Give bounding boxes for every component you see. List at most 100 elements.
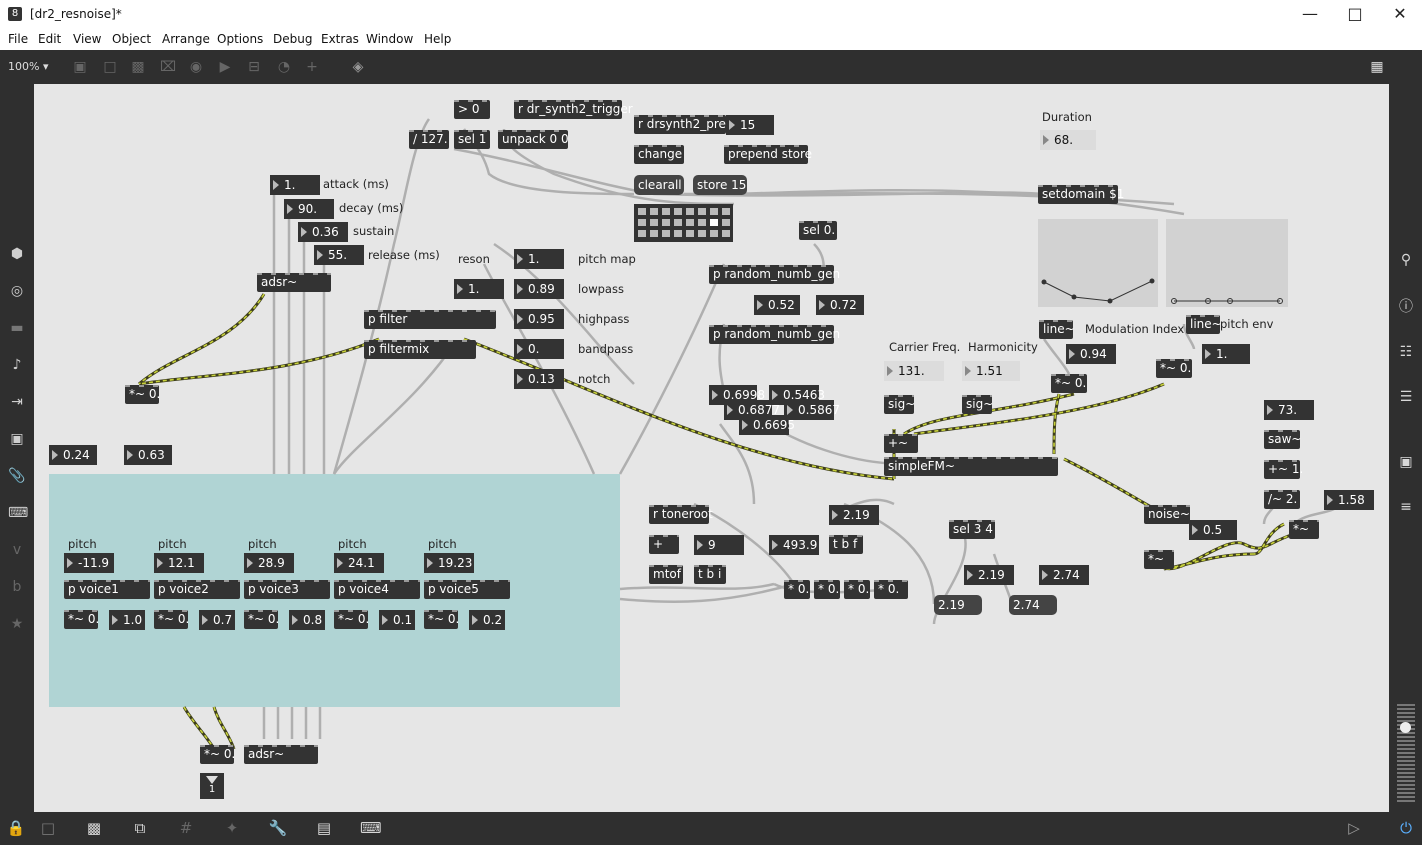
sustain-number[interactable]: 0.36 <box>298 222 348 242</box>
output-multiply[interactable]: *~ 0. <box>200 745 235 764</box>
camera-icon[interactable]: ▣ <box>1399 454 1413 470</box>
signal-add-object[interactable]: +~ <box>884 434 918 453</box>
voice4-gain[interactable]: 0.1 <box>379 610 415 630</box>
voice2-object[interactable]: p voice2 <box>154 580 240 599</box>
number-0-6695[interactable]: 0.6695 <box>739 415 795 435</box>
number-73[interactable]: 73. <box>1264 400 1314 420</box>
add-object[interactable]: + <box>649 535 679 554</box>
comment-bubble-icon[interactable]: ▩ <box>86 819 102 837</box>
multiply-object-1[interactable]: * 0. <box>784 580 810 599</box>
list-icon[interactable]: ☰ <box>1399 389 1413 405</box>
dial-icon[interactable]: ◔ <box>277 59 291 75</box>
menu-arrange[interactable]: Arrange <box>162 32 210 46</box>
voice3-pitch-number[interactable]: 28.9 <box>244 553 294 573</box>
menu-file[interactable]: File <box>8 32 29 46</box>
signal-multiply-pitch[interactable]: *~ 0. <box>1156 359 1192 378</box>
highpass-number[interactable]: 0.95 <box>514 309 564 329</box>
star-icon[interactable]: ★ <box>10 616 24 632</box>
presentation-icon[interactable]: ▣ <box>73 59 87 75</box>
divide-two-object[interactable]: /~ 2. <box>1264 490 1300 509</box>
slider-box-icon[interactable]: ⊟ <box>248 59 260 75</box>
text-icon[interactable]: □ <box>103 59 117 75</box>
keyboard-icon[interactable]: ⌨ <box>360 819 382 837</box>
number-0-6877[interactable]: 0.6877 <box>724 400 780 420</box>
wrench-icon[interactable]: 🔧 <box>268 819 288 837</box>
maximize-icon[interactable]: □ <box>1347 4 1363 23</box>
voice5-multiply[interactable]: *~ 0. <box>424 610 459 629</box>
info-icon[interactable]: ⓘ <box>1399 299 1413 315</box>
voice1-pitch-number[interactable]: -11.9 <box>64 553 114 573</box>
reson-number[interactable]: 1. <box>454 279 504 299</box>
presentation-mode-icon[interactable]: □ <box>40 819 56 837</box>
step-icon[interactable]: ⇥ <box>11 394 23 410</box>
tbi-object[interactable]: t b i <box>694 565 726 584</box>
grid-icon[interactable]: # <box>179 819 193 837</box>
duration-number[interactable]: 68. <box>1040 130 1096 150</box>
number-2-19-top[interactable]: 2.19 <box>829 505 879 525</box>
power-icon[interactable]: ⏻ <box>1400 819 1412 837</box>
menu-help[interactable]: Help <box>424 32 452 46</box>
number-493-9[interactable]: 493.9 <box>769 535 819 555</box>
cube-icon[interactable]: ⬢ <box>10 246 24 262</box>
menu-options[interactable]: Options <box>217 32 264 46</box>
multiply-object-2[interactable]: * 0. <box>814 580 840 599</box>
pitchmap-number[interactable]: 1. <box>514 249 564 269</box>
carrier-freq-number[interactable]: 131. <box>884 361 944 381</box>
change-object[interactable]: change <box>634 145 684 164</box>
circle-icon[interactable]: ◎ <box>10 283 24 299</box>
voice5-gain[interactable]: 0.2 <box>469 610 505 630</box>
piano-icon[interactable]: ▤ <box>316 819 332 837</box>
voice1-multiply[interactable]: *~ 0. <box>64 610 99 629</box>
receive-presets-object[interactable]: r drsynth2_pres <box>634 115 732 134</box>
voice4-multiply[interactable]: *~ 0. <box>334 610 369 629</box>
voice5-object[interactable]: p voice5 <box>424 580 510 599</box>
play-circle-icon[interactable]: ▷ <box>1348 819 1360 837</box>
number-0-94[interactable]: 0.94 <box>1066 344 1116 364</box>
number-0-24[interactable]: 0.24 <box>49 445 97 465</box>
voice2-multiply[interactable]: *~ 0. <box>154 610 189 629</box>
release-number[interactable]: 55. <box>314 245 364 265</box>
divide-127-object[interactable]: / 127. <box>409 130 449 149</box>
paint-bucket-icon[interactable]: ◈ <box>352 59 364 75</box>
add-one-object[interactable]: +~ 1. <box>1264 460 1303 479</box>
voice4-object[interactable]: p voice4 <box>334 580 420 599</box>
menu-object[interactable]: Object <box>112 32 152 46</box>
receive-toneroot-object[interactable]: r toneroot <box>649 505 713 524</box>
paperclip-icon[interactable]: 📎 <box>8 468 26 484</box>
random-gen-object-2[interactable]: p random_numb_gen <box>709 325 840 344</box>
signal-multiply-saw[interactable]: *~ <box>1289 520 1319 539</box>
signal-multiply-a[interactable]: *~ 0. <box>125 385 160 404</box>
grid-view-icon[interactable]: ▦ <box>1370 59 1384 75</box>
preset-grid[interactable] <box>634 204 733 242</box>
v-icon[interactable]: v <box>12 542 22 558</box>
number-0-72[interactable]: 0.72 <box>816 295 864 315</box>
voice2-pitch-number[interactable]: 12.1 <box>154 553 204 573</box>
b-icon[interactable]: b <box>12 579 22 595</box>
message-2-74[interactable]: 2.74 <box>1009 595 1057 615</box>
menu-debug[interactable]: Debug <box>273 32 313 46</box>
add-icon[interactable]: + <box>306 59 318 75</box>
panel-icon[interactable]: ▬ <box>10 320 24 336</box>
number-1-pitch[interactable]: 1. <box>1202 344 1250 364</box>
number-0-52[interactable]: 0.52 <box>754 295 800 315</box>
number-1-58[interactable]: 1.58 <box>1324 490 1374 510</box>
number-0-5867[interactable]: 0.5867 <box>784 400 840 420</box>
close-icon[interactable]: ✕ <box>1393 4 1407 23</box>
receive-trigger-object[interactable]: r dr_synth2_trigger <box>514 100 633 119</box>
menu-view[interactable]: View <box>73 32 102 46</box>
zoom-menu[interactable]: 100% ▾ <box>8 60 49 73</box>
multiply-object-3[interactable]: * 0. <box>844 580 870 599</box>
noise-object[interactable]: noise~ <box>1144 505 1190 524</box>
target-box-icon[interactable]: ◉ <box>189 59 203 75</box>
sig-object-harmonicity[interactable]: sig~ <box>962 395 993 414</box>
setdomain-object[interactable]: setdomain $1 <box>1038 185 1124 204</box>
output-adsr-object[interactable]: adsr~ <box>244 745 318 764</box>
number-0-5[interactable]: 0.5 <box>1189 520 1237 540</box>
attack-number[interactable]: 1. <box>270 175 320 195</box>
sel-3-4-object[interactable]: sel 3 4 <box>949 520 995 539</box>
harmonicity-number[interactable]: 1.51 <box>962 361 1020 381</box>
sliders-icon[interactable]: ≡ <box>1400 499 1412 515</box>
filter-object[interactable]: p filter <box>364 310 496 329</box>
number-9[interactable]: 9 <box>694 535 744 555</box>
adsr-object[interactable]: adsr~ <box>257 273 331 292</box>
